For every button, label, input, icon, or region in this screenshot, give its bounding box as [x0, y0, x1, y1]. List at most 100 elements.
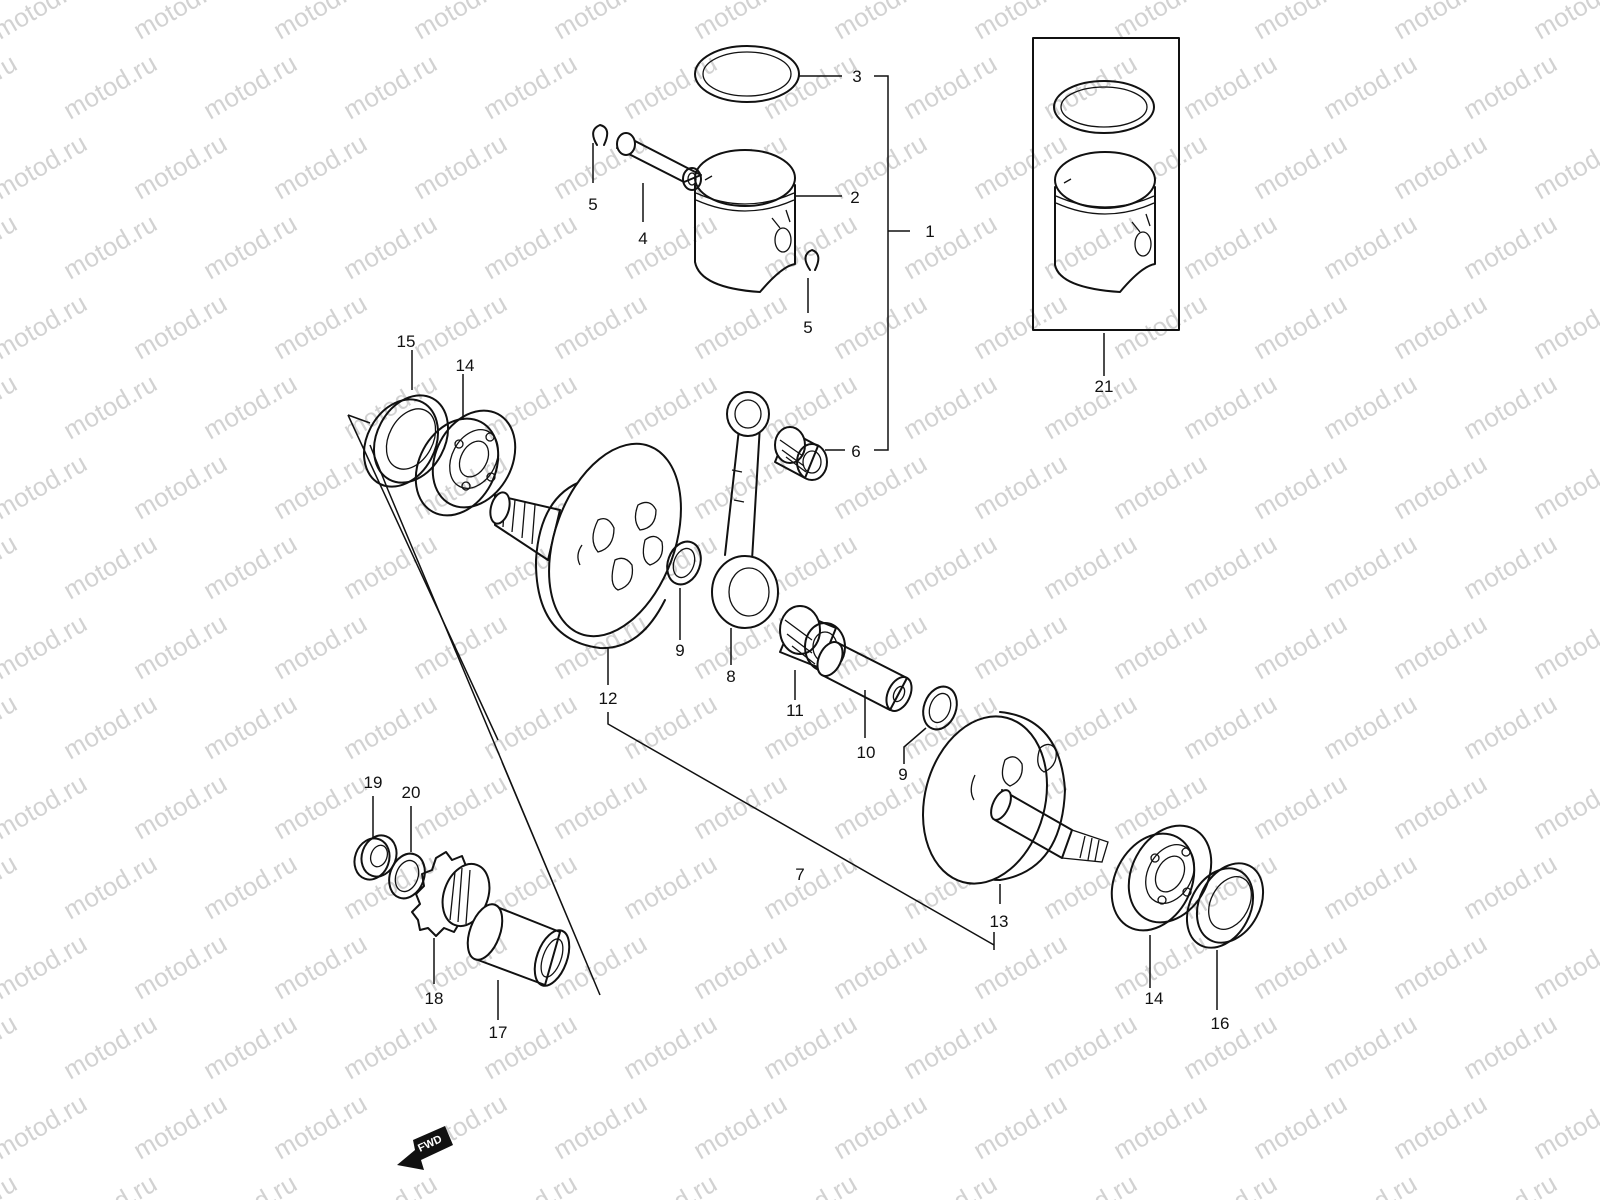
callout-21: 21	[1095, 377, 1114, 396]
watermark-text: motod.ru	[0, 688, 22, 765]
watermark-text: motod.ru	[268, 928, 372, 1005]
watermark-text: motod.ru	[478, 48, 582, 125]
watermark-text: motod.ru	[1528, 448, 1600, 525]
watermark-text: motod.ru	[1528, 0, 1600, 45]
watermark-text: motod.ru	[1388, 128, 1492, 205]
watermark-text: motod.ru	[1318, 48, 1422, 125]
watermark-text: motod.ru	[198, 48, 302, 125]
callout-8: 8	[726, 667, 735, 686]
callout-5a: 5	[588, 195, 597, 214]
part-needle-bearing-small-end	[774, 426, 828, 481]
watermark-text: motod.ru	[1038, 1168, 1142, 1200]
watermark-text: motod.ru	[1178, 688, 1282, 765]
watermark-text: motod.ru	[828, 1088, 932, 1165]
watermark-text: motod.ru	[1388, 928, 1492, 1005]
watermark-text: motod.ru	[1178, 368, 1282, 445]
watermark-text: motod.ru	[548, 128, 652, 205]
part-piston-ring	[694, 45, 800, 103]
watermark-text: motod.ru	[1178, 208, 1282, 285]
part-crank-bearing-right	[1110, 824, 1213, 932]
watermark-text: motod.ru	[338, 48, 442, 125]
watermark-text: motod.ru	[1248, 128, 1352, 205]
part-oil-seal-right	[1185, 862, 1265, 949]
watermark-text: motod.ru	[198, 848, 302, 925]
watermark-text: motod.ru	[1528, 128, 1600, 205]
part-circlip	[592, 124, 820, 271]
part-crank-shaft-left	[489, 491, 561, 561]
watermark-text: motod.ru	[268, 1088, 372, 1165]
watermark-text: motod.ru	[1248, 288, 1352, 365]
watermark-text: motod.ru	[548, 1088, 652, 1165]
watermark-text: motod.ru	[0, 128, 92, 205]
watermark-text: motod.ru	[1528, 608, 1600, 685]
watermark-text: motod.ru	[688, 288, 792, 365]
watermark-text: motod.ru	[268, 608, 372, 685]
watermark-text: motod.ru	[1248, 608, 1352, 685]
watermark-text: motod.ru	[198, 1008, 302, 1085]
callout-3: 3	[852, 67, 861, 86]
callout-4: 4	[638, 229, 647, 248]
callout-9a: 9	[675, 641, 684, 660]
watermark-text: motod.ru	[0, 48, 22, 125]
watermark-text: motod.ru	[968, 608, 1072, 685]
watermark-text: motod.ru	[1108, 448, 1212, 525]
watermark-text: motod.ru	[268, 448, 372, 525]
callout-14a: 14	[456, 356, 475, 375]
watermark-text: motod.ru	[898, 368, 1002, 445]
callout-11: 11	[786, 701, 804, 720]
callout-7: 7	[795, 865, 804, 884]
part-crank-bearing-left	[414, 409, 517, 517]
watermark-text: motod.ru	[0, 928, 92, 1005]
watermark-text: motod.ru	[408, 768, 512, 845]
callout-2: 2	[850, 188, 859, 207]
watermark-text: motod.ru	[828, 928, 932, 1005]
watermark-text: motod.ru	[1178, 48, 1282, 125]
watermark-text: motod.ru	[1248, 768, 1352, 845]
watermark-text: motod.ru	[1458, 1168, 1562, 1200]
callout-16: 16	[1211, 1014, 1230, 1033]
watermark-text: motod.ru	[0, 608, 92, 685]
watermark-text: motod.ru	[0, 0, 92, 45]
watermark-text: motod.ru	[478, 1168, 582, 1200]
watermark-text: motod.ru	[548, 768, 652, 845]
watermark-text: motod.ru	[1248, 0, 1352, 45]
watermark-text: motod.ru	[548, 0, 652, 45]
watermark-text: motod.ru	[0, 1088, 92, 1165]
watermark-text: motod.ru	[898, 48, 1002, 125]
watermark-text: motod.ru	[1248, 928, 1352, 1005]
watermark-text: motod.ru	[128, 128, 232, 205]
watermark-text: motod.ru	[128, 1088, 232, 1165]
watermark-text: motod.ru	[128, 608, 232, 685]
watermark-text: motod.ru	[58, 528, 162, 605]
watermark-text: motod.ru	[1038, 688, 1142, 765]
callout-numbers: 3 2 1 4 5 5 6 21 15 14 9 8 12 11 10 9 7 …	[364, 67, 1230, 1042]
assembly-line-triangle	[347, 414, 601, 996]
watermark-text: motod.ru	[1318, 848, 1422, 925]
watermark-text: motod.ru	[1038, 368, 1142, 445]
callout-20: 20	[402, 783, 421, 802]
watermark-text: motod.ru	[58, 1008, 162, 1085]
watermark-text: motod.ru	[408, 608, 512, 685]
watermark-text: motod.ru	[828, 0, 932, 45]
part-connecting-rod	[711, 391, 779, 629]
callout-19: 19	[364, 773, 383, 792]
watermark-text: motod.ru	[1458, 368, 1562, 445]
watermark-text: motod.ru	[478, 208, 582, 285]
watermark-text: motod.ru	[1458, 848, 1562, 925]
fwd-arrow-icon: FWD	[397, 1126, 453, 1170]
watermark-text: motod.ru	[1318, 528, 1422, 605]
watermark-text: motod.ru	[758, 848, 862, 925]
part-piston-oversize-box	[1032, 37, 1180, 331]
part-crank-pin	[816, 641, 913, 712]
watermark-text: motod.ru	[968, 448, 1072, 525]
leader-lines	[372, 75, 1218, 1020]
watermark-text: motod.ru	[1388, 0, 1492, 45]
watermark-text: motod.ru	[58, 48, 162, 125]
callout-12: 12	[599, 689, 618, 708]
part-spacer-17	[466, 903, 571, 987]
watermark-text: motod.ru	[338, 1008, 442, 1085]
watermark-text: motod.ru	[1318, 1008, 1422, 1085]
watermark-text: motod.ru	[1108, 288, 1212, 365]
watermark-text: motod.ru	[1388, 608, 1492, 685]
